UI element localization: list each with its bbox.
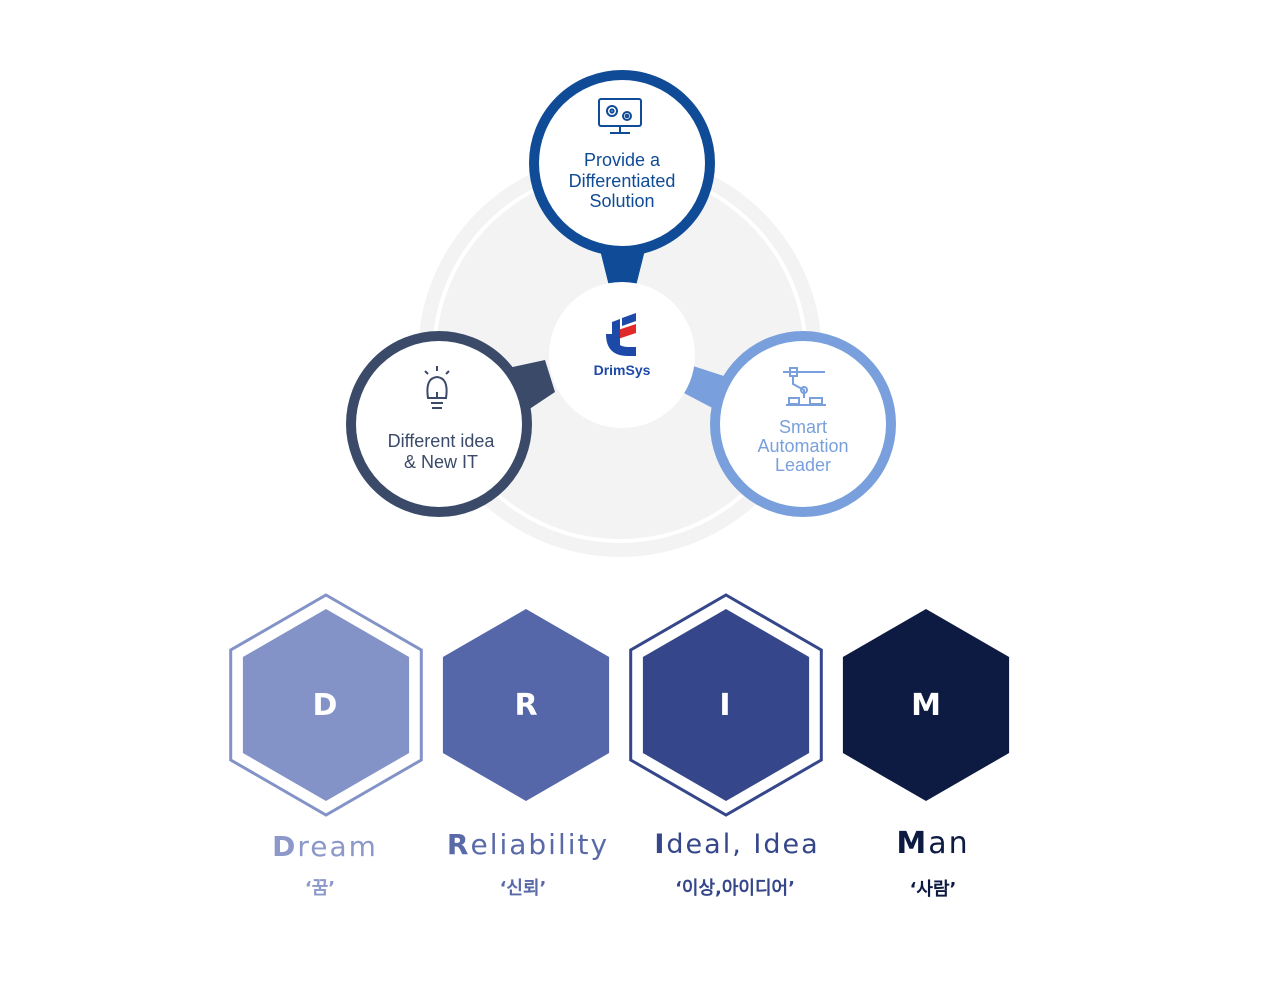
left-circle <box>346 331 532 517</box>
top-label-line-1: Provide a <box>583 150 661 170</box>
hex-letter-d: D <box>312 688 338 723</box>
word-reliability-initial: R <box>446 828 471 861</box>
left-connector <box>508 360 555 412</box>
word-reliability: Reliability <box>418 828 638 861</box>
word-man-rest: an <box>928 826 970 861</box>
drimsys-logo-icon <box>606 313 636 356</box>
logo-text: DrimSys <box>593 362 651 378</box>
right-circle-label: Smart Automation Leader <box>728 418 878 475</box>
left-circle-label: Different idea & New IT <box>364 431 518 472</box>
lightbulb-icon <box>424 366 450 409</box>
right-circle <box>710 331 896 517</box>
left-label-line-2: & New IT <box>403 451 478 472</box>
monitor-gear-icon <box>598 98 642 134</box>
word-dream-initial: D <box>272 830 298 863</box>
word-ideal-initial: I <box>654 829 667 860</box>
right-label-line-3: Leader <box>774 454 832 475</box>
hex-letter-r: R <box>514 688 538 723</box>
hexagon-i <box>642 609 810 801</box>
hex-letter-i: I <box>719 688 731 723</box>
robot-arm-icon <box>783 367 826 406</box>
korean-dream: ‘꿈’ <box>304 878 336 899</box>
word-man: Man <box>833 826 1033 861</box>
korean-ideal-idea: ‘이상,아이디어’ <box>675 878 795 899</box>
hexagon-d <box>242 609 410 801</box>
word-ideal-idea: Ideal, Idea <box>622 829 852 860</box>
hex-letter-m: M <box>911 688 941 723</box>
top-circle-label: Provide a Differentiated Solution <box>542 150 702 212</box>
right-label-line-1: Smart <box>778 417 827 437</box>
korean-man: ‘사람’ <box>909 879 957 900</box>
top-label-line-3: Solution <box>589 191 655 212</box>
word-man-initial: M <box>896 826 929 861</box>
word-ideal-rest: deal, Idea <box>666 829 820 860</box>
top-label-line-2: Differentiated <box>568 170 676 191</box>
right-label-line-2: Automation <box>757 435 849 456</box>
word-reliability-rest: eliability <box>470 828 610 861</box>
word-dream-rest: ream <box>297 830 378 863</box>
hex-outline-d <box>229 593 423 817</box>
hexagon-layer <box>229 593 1010 817</box>
left-label-line-1: Different idea <box>387 431 495 451</box>
hexagon-r <box>442 609 610 801</box>
korean-reliability: ‘신뢰’ <box>499 878 547 899</box>
hexagon-m <box>842 609 1010 801</box>
top-connector <box>600 250 645 290</box>
top-circle <box>529 70 715 256</box>
hex-outline-i <box>629 593 823 817</box>
word-dream: Dream <box>225 830 425 863</box>
